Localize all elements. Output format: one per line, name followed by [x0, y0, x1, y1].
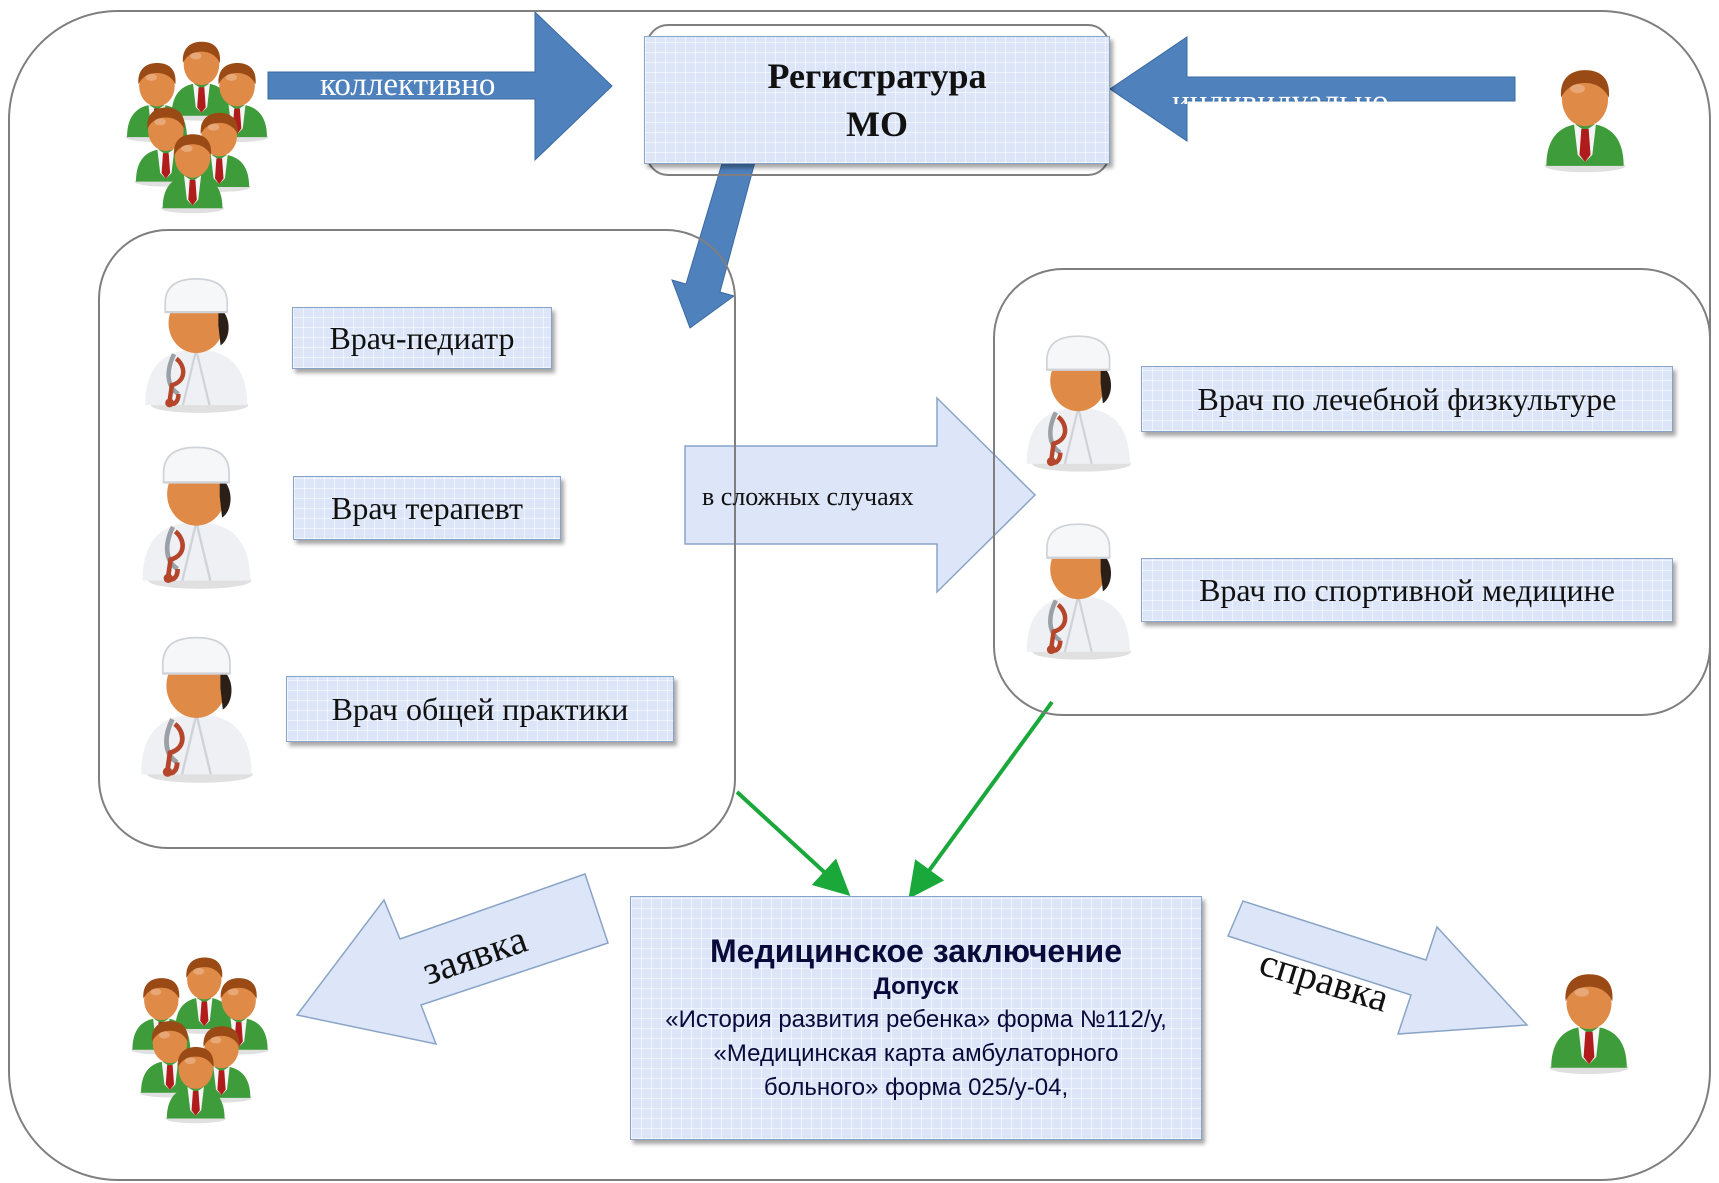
primary-doctors-group: [98, 229, 736, 849]
request-arrow: [295, 873, 609, 1046]
conclusion-body: «История развития ребенка» форма №112/у,…: [665, 1006, 1167, 1101]
individual-label: индивидуально: [1172, 84, 1389, 104]
individual-arrow: [1109, 36, 1516, 142]
registry-title: Регистратура: [767, 56, 987, 96]
collective-label: коллективно: [320, 67, 496, 103]
medical-conclusion-box: Медицинское заключение Допуск «История р…: [630, 896, 1202, 1140]
specialist-doctors-group: [993, 268, 1711, 716]
conclusion-subtitle: Допуск: [873, 973, 959, 1000]
collective-arrow: [267, 10, 613, 162]
doctor-box-sports-medicine: Врач по спортивной медицине: [1141, 558, 1673, 622]
doctor-box-physiotherapy: Врач по лечебной физкультуре: [1141, 366, 1673, 432]
doctor-box-therapist: Врач терапевт: [293, 476, 561, 540]
doctor-box-general-practice: Врач общей практики: [286, 676, 674, 742]
complex-cases-label: в сложных случаях: [702, 482, 914, 511]
specialist-to-conclusion-arrow: [908, 700, 1054, 899]
primary-to-conclusion-arrow: [735, 790, 851, 897]
conclusion-title: Медицинское заключение: [709, 933, 1123, 969]
complex-cases-arrow: [684, 396, 1037, 594]
doctor-box-pediatrician: Врач-педиатр: [292, 307, 552, 369]
certificate-arrow: [1226, 900, 1529, 1035]
registry-subtitle: МО: [846, 104, 908, 144]
registry-box: Регистратура МО: [644, 36, 1110, 164]
